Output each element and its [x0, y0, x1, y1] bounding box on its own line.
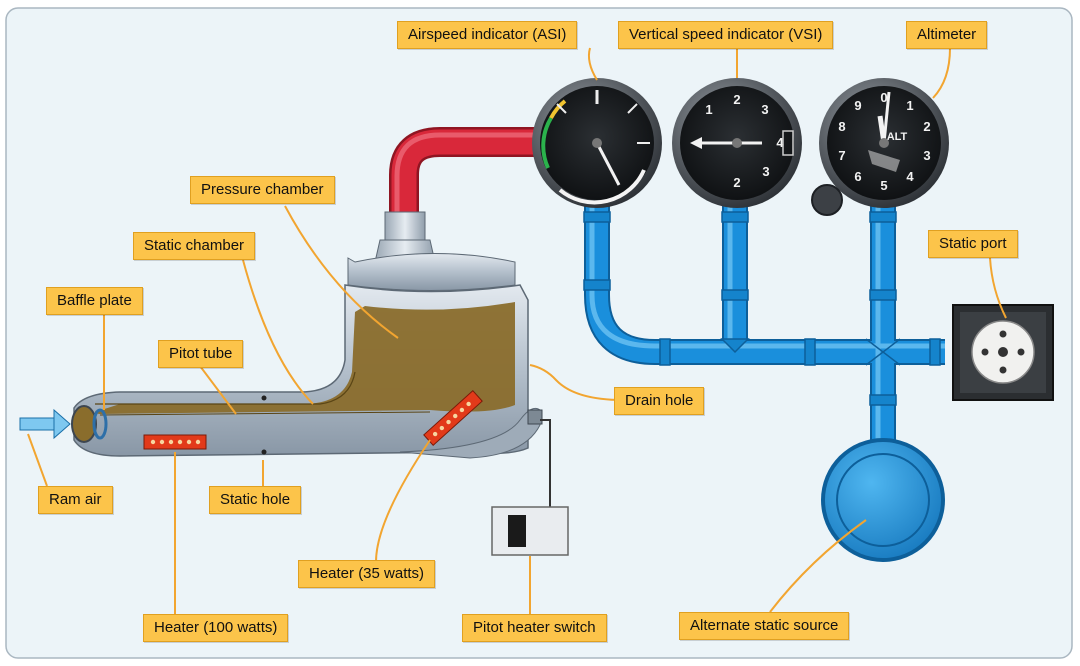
altimeter-tick: 3	[923, 148, 930, 163]
altimeter-tick: 5	[880, 178, 887, 193]
static-port	[952, 304, 1054, 401]
airspeed-indicator-gauge	[532, 78, 662, 208]
vsi-tick: 2	[733, 175, 740, 190]
pipe-joints	[583, 211, 941, 406]
label-baffle-plate: Baffle plate	[46, 287, 143, 315]
label-vertical-speed-indicator: Vertical speed indicator (VSI)	[618, 21, 834, 49]
pitot-tube-assembly	[71, 211, 543, 459]
ram-air-arrow	[19, 408, 71, 440]
label-altimeter: Altimeter	[906, 21, 988, 49]
leader-lines	[27, 47, 1007, 615]
altimeter-tick: 7	[838, 148, 845, 163]
altimeter-knob	[811, 184, 843, 216]
altimeter-tick: 6	[854, 169, 861, 184]
alternate-static-source	[821, 438, 945, 562]
label-airspeed-indicator: Airspeed indicator (ASI)	[397, 21, 578, 49]
label-heater-100w: Heater (100 watts)	[143, 614, 289, 642]
altimeter-gauge: 0 1 2 3 4 5 6 7 8 9 ALT	[819, 78, 949, 208]
altimeter-alt-label: ALT	[887, 131, 908, 143]
heater-35w	[423, 390, 483, 446]
vertical-speed-indicator-gauge: 1 2 3 4 2 3	[672, 78, 802, 208]
static-lines	[584, 200, 945, 440]
label-drain-hole: Drain hole	[614, 387, 705, 415]
heater-switch-assembly	[491, 419, 569, 556]
label-pitot-tube: Pitot tube	[158, 340, 244, 368]
vsi-tick: 2	[733, 92, 740, 107]
vsi-tick: 3	[762, 164, 769, 179]
label-ram-air: Ram air	[38, 486, 113, 514]
altimeter-tick: 0	[880, 90, 887, 105]
pitot-pressure-line	[389, 127, 545, 220]
vsi-tick: 4	[776, 135, 784, 150]
altimeter-tick: 1	[906, 98, 913, 113]
altimeter-tick: 9	[854, 98, 861, 113]
heater-100w	[143, 434, 207, 450]
label-heater-35w: Heater (35 watts)	[298, 560, 436, 588]
label-pitot-heater-switch: Pitot heater switch	[462, 614, 607, 642]
altimeter-tick: 2	[923, 119, 930, 134]
label-static-hole: Static hole	[209, 486, 302, 514]
label-static-port: Static port	[928, 230, 1018, 258]
altimeter-tick: 4	[906, 169, 914, 184]
altimeter-tick: 8	[838, 119, 845, 134]
label-pressure-chamber: Pressure chamber	[190, 176, 335, 204]
vsi-tick: 3	[761, 102, 768, 117]
vsi-tick: 1	[705, 102, 712, 117]
label-alternate-static-source: Alternate static source	[679, 612, 850, 640]
label-static-chamber: Static chamber	[133, 232, 256, 260]
